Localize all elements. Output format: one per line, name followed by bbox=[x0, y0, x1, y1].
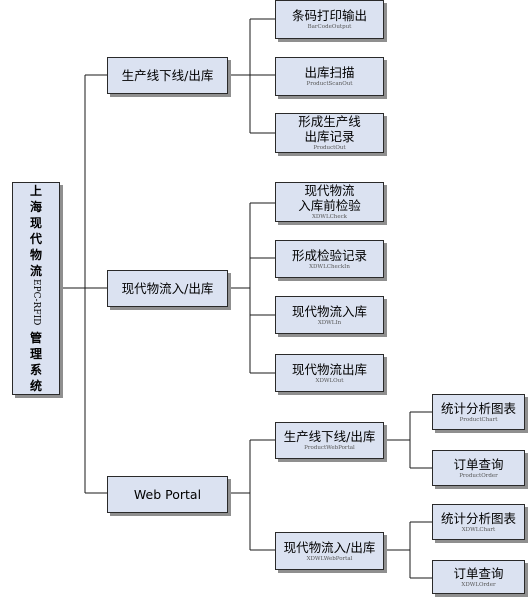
branch-title: 现代物流入/出库 bbox=[121, 281, 214, 296]
branch-node-production-out: 生产线下线/出库 bbox=[107, 57, 228, 94]
node-subtitle: XDWLIn bbox=[317, 319, 342, 326]
node-subtitle: XDWLCheckIn bbox=[309, 263, 350, 270]
node-subtitle: XDWLOut bbox=[315, 377, 344, 384]
node-subtitle: ProductScanOut bbox=[306, 81, 353, 87]
node-barcode-output: 条码打印输出 BarCodeOutput bbox=[275, 0, 384, 39]
node-title: 现代物流入库 bbox=[291, 303, 367, 319]
node-title: 统计分析图表 bbox=[440, 400, 516, 416]
node-subtitle: BarCodeOutput bbox=[307, 24, 352, 30]
branch-node-logistics: 现代物流入/出库 bbox=[107, 270, 228, 307]
root-title-c: 管理系统 bbox=[29, 330, 42, 393]
node-title: 订单查询 bbox=[453, 565, 504, 581]
root-node: 上海现代物流EPC-RFID 管理系统 bbox=[12, 182, 60, 395]
node-subtitle: XDWLWebPortal bbox=[306, 555, 353, 562]
node-subtitle: ProductChart bbox=[459, 416, 498, 423]
node-product-web-portal: 生产线下线/出库 ProductWebPortal bbox=[275, 422, 384, 459]
node-logistics-chart: 统计分析图表 XDWLChart bbox=[432, 504, 525, 540]
node-subtitle: ProductOrder bbox=[459, 472, 498, 479]
node-subtitle: XDWLChart bbox=[461, 526, 496, 533]
node-title: 形成生产线 出库记录 bbox=[298, 114, 361, 144]
node-subtitle: ProductOut bbox=[313, 145, 346, 151]
root-title-b: EPC-RFID bbox=[31, 279, 41, 326]
node-title: 统计分析图表 bbox=[440, 510, 516, 526]
node-logistics-in: 现代物流入库 XDWLIn bbox=[275, 296, 384, 334]
node-subtitle: XDWLCheck bbox=[311, 214, 348, 220]
node-title: 出库扫描 bbox=[304, 65, 355, 80]
root-title: 上海现代物流EPC-RFID 管理系统 bbox=[29, 183, 43, 393]
node-subtitle: XDWLOrder bbox=[461, 581, 496, 588]
node-title: 生产线下线/出库 bbox=[283, 429, 376, 444]
node-check-record: 形成检验记录 XDWLCheckIn bbox=[275, 240, 384, 278]
node-logistics-order: 订单查询 XDWLOrder bbox=[432, 560, 525, 594]
node-product-order: 订单查询 ProductOrder bbox=[432, 450, 525, 486]
node-logistics-web-portal: 现代物流入/出库 XDWLWebPortal bbox=[275, 532, 384, 570]
node-title: 现代物流出库 bbox=[291, 361, 367, 377]
node-title: 现代物流入/出库 bbox=[283, 539, 376, 555]
node-title: 条码打印输出 bbox=[291, 8, 367, 23]
node-title: 形成检验记录 bbox=[291, 247, 367, 263]
node-scan-out: 出库扫描 ProductScanOut bbox=[275, 57, 384, 96]
branch-node-web-portal: Web Portal bbox=[107, 476, 228, 513]
branch-title: 生产线下线/出库 bbox=[121, 68, 214, 83]
node-subtitle: ProductWebPortal bbox=[304, 445, 355, 451]
node-title: 现代物流 入库前检验 bbox=[298, 183, 361, 213]
branch-title: Web Portal bbox=[133, 487, 202, 502]
node-logistics-out: 现代物流出库 XDWLOut bbox=[275, 354, 384, 392]
node-product-out-record: 形成生产线 出库记录 ProductOut bbox=[275, 113, 384, 153]
node-pre-inbound-check: 现代物流 入库前检验 XDWLCheck bbox=[275, 182, 384, 222]
node-title: 订单查询 bbox=[453, 456, 504, 472]
root-title-a: 上海现代物流 bbox=[29, 184, 42, 279]
node-product-chart: 统计分析图表 ProductChart bbox=[432, 394, 525, 430]
